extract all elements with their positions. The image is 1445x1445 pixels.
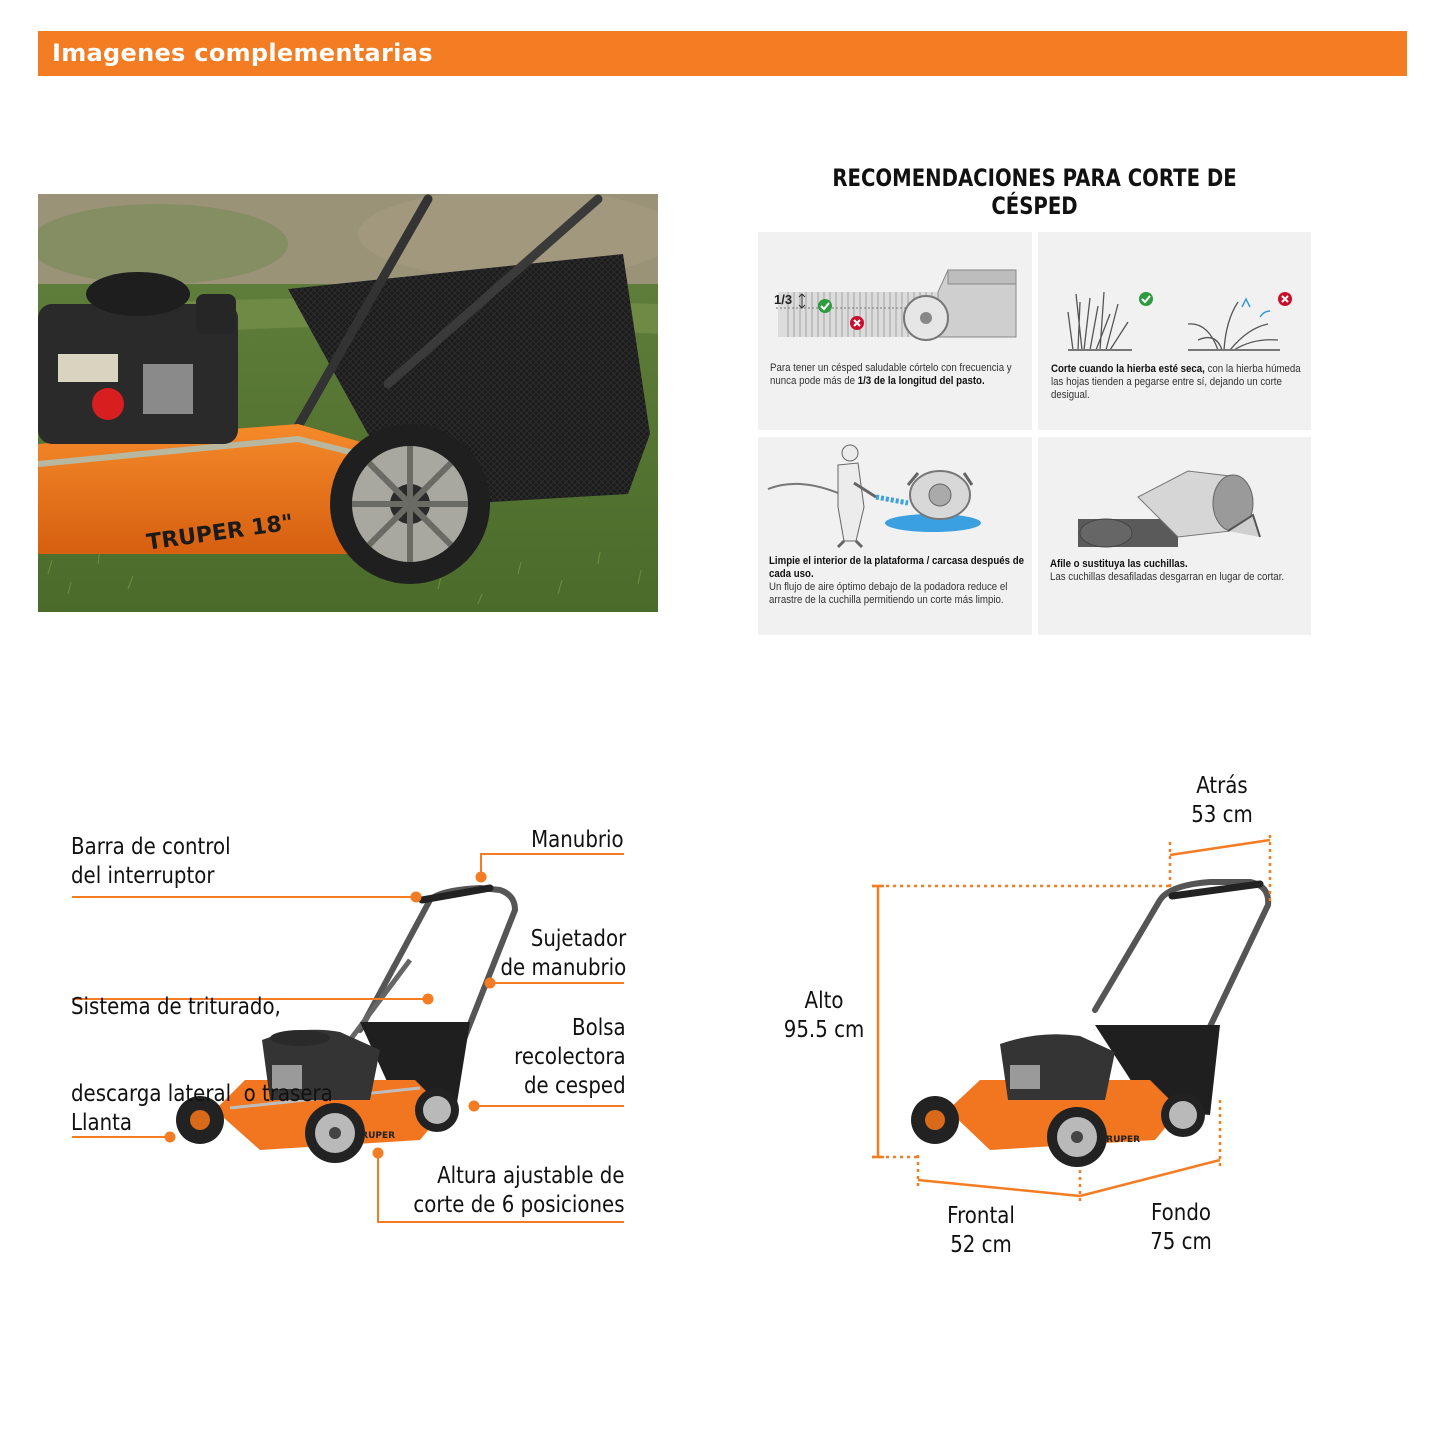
label-sistema-line1: Sistema de triturado, <box>71 994 281 1020</box>
rec-card-sharpen-blades: Afile o sustituya las cuchillas. Las cuc… <box>1038 437 1311 635</box>
dim-fondo-value: 75 cm <box>1150 1229 1212 1255</box>
label-altura: Altura ajustable de corte de 6 posicione… <box>414 1162 625 1220</box>
label-altura-line1: Altura ajustable de <box>437 1163 625 1189</box>
rec-card-1-body: Para tener un césped saludable córtelo c… <box>770 362 1012 387</box>
mower-dimensions-illustration: TRUPER <box>911 879 1272 1167</box>
mower-lawn-illustration: TRUPER 18" <box>38 194 658 612</box>
label-sistema-triturado: Sistema de triturado, descarga lateral o… <box>71 935 333 1138</box>
label-bolsa-line3: de cesped <box>524 1073 626 1099</box>
dim-atras-value: 53 cm <box>1191 802 1253 828</box>
dim-frontal-label: Frontal <box>947 1203 1015 1229</box>
rec-card-1-text: Para tener un césped saludable córtelo c… <box>770 362 1021 388</box>
rec-card-2-body: con la hierba húmeda las hojas tienden a… <box>1051 363 1301 401</box>
rec-card-3-body: Un flujo de aire óptimo debajo de la pod… <box>769 581 1008 606</box>
dim-alto-value: 95.5 cm <box>783 1017 865 1043</box>
dry-wet-grass-illustration <box>1067 291 1292 351</box>
dim-frontal-value: 52 cm <box>950 1232 1012 1258</box>
label-llanta: Llanta <box>71 1110 133 1136</box>
sharpening-illustration <box>1078 470 1261 548</box>
dim-fondo: Fondo 75 cm <box>1129 1199 1232 1257</box>
grass-height-illustration: 1/3 <box>774 269 1017 341</box>
rec-card-clean-deck: Limpie el interior de la plataforma / ca… <box>758 437 1032 635</box>
mower2-brand-text: TRUPER <box>1100 1135 1140 1145</box>
label-bolsa-line1: Bolsa <box>572 1015 626 1041</box>
dim-frontal: Frontal 52 cm <box>929 1202 1032 1260</box>
label-sistema-line2: descarga lateral o trasera <box>71 1081 333 1107</box>
rec-card-4-bold: Afile o sustituya las cuchillas. <box>1050 558 1188 570</box>
dim-alto: Alto 95.5 cm <box>772 987 875 1045</box>
rec-card-cut-frequency: 1/3 Para tener un césped saludable córte… <box>758 232 1032 430</box>
label-bolsa: Bolsa recolectora de cesped <box>514 1014 626 1101</box>
dim-atras: Atrás 53 cm <box>1170 772 1273 830</box>
label-sujetador: Sujetador de manubrio <box>500 925 626 983</box>
rec-card-4-body: Las cuchillas desafiladas desgarran en l… <box>1050 571 1285 583</box>
cleaning-illustration <box>767 444 981 549</box>
rec-card-dry-grass: Corte cuando la hierba esté seca, con la… <box>1038 232 1311 430</box>
dim-atras-label: Atrás <box>1196 773 1248 799</box>
fraction-label: 1/3 <box>774 292 792 307</box>
rec-card-1-bold: 1/3 de la longitud del pasto. <box>857 375 985 387</box>
label-sujetador-line2: de manubrio <box>500 955 626 981</box>
label-sujetador-line1: Sujetador <box>530 926 626 952</box>
label-barra-line2: del interruptor <box>71 863 215 889</box>
label-altura-line2: corte de 6 posiciones <box>413 1192 625 1218</box>
mower-brand-text: TRUPER <box>355 1131 395 1141</box>
rec-card-2-text: Corte cuando la hierba esté seca, con la… <box>1051 363 1302 402</box>
label-barra-line1: Barra de control <box>71 834 231 860</box>
rec-card-3-bold: Limpie el interior de la plataforma / ca… <box>769 555 1025 580</box>
section-header: Imagenes complementarias <box>38 31 1407 76</box>
label-bolsa-line2: recolectora <box>514 1044 626 1070</box>
label-barra-control: Barra de control del interruptor <box>71 833 231 891</box>
dimension-lines <box>872 835 1272 1202</box>
rec-card-3-text: Limpie el interior de la plataforma / ca… <box>769 555 1024 607</box>
section-title: Imagenes complementarias <box>52 39 433 67</box>
recommendations-title: RECOMENDACIONES PARA CORTE DE CÉSPED <box>832 164 1237 220</box>
mower-lawn-photo: TRUPER 18" <box>38 194 658 612</box>
dim-alto-label: Alto <box>804 988 844 1014</box>
label-manubrio: Manubrio <box>531 827 624 853</box>
rec-card-2-bold: Corte cuando la hierba esté seca, <box>1051 363 1205 375</box>
dim-fondo-label: Fondo <box>1151 1200 1211 1226</box>
rec-card-4-text: Afile o sustituya las cuchillas. Las cuc… <box>1050 558 1301 584</box>
